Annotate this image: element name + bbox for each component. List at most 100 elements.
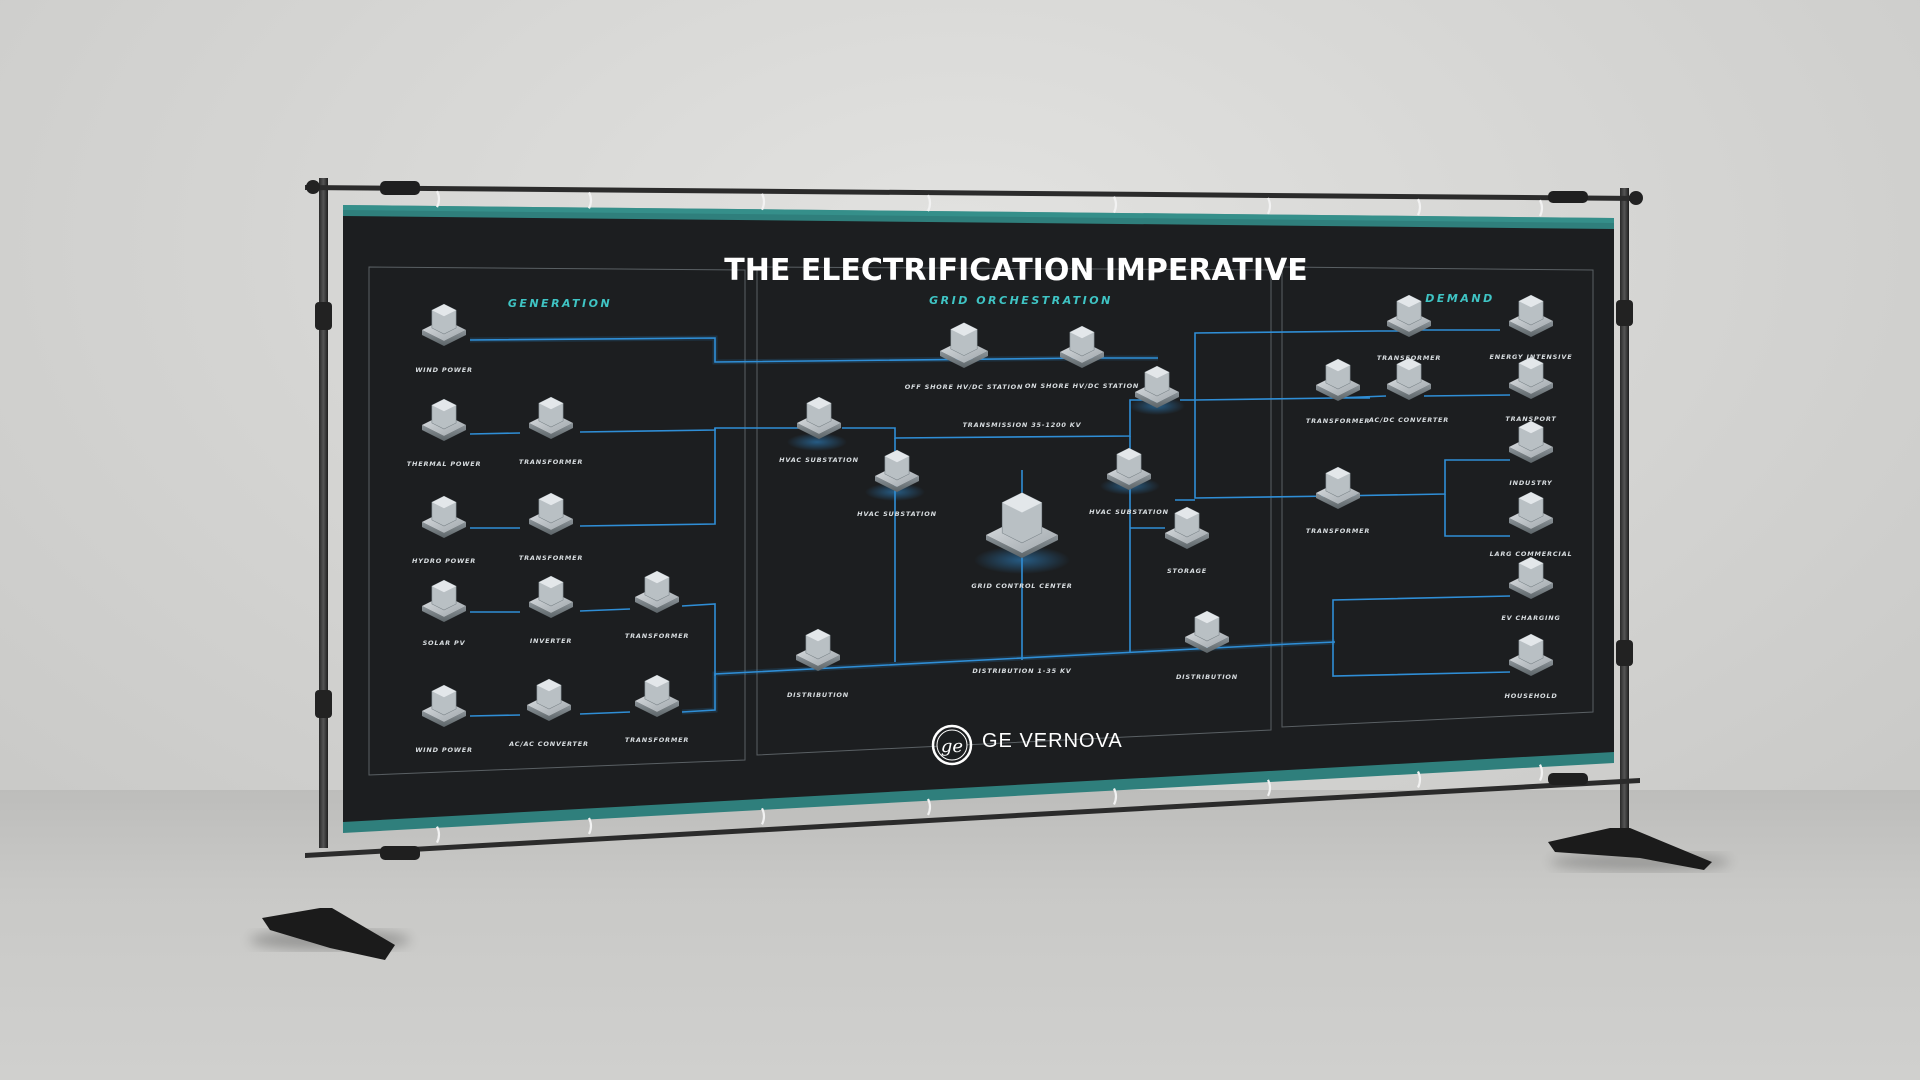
banner-dark-panel (343, 216, 1614, 822)
power-plant-icon (422, 495, 466, 538)
substation-icon (1060, 325, 1104, 368)
transformer-icon (1387, 294, 1431, 337)
label-grid-hvac-3: HVAC SUBSTATION (1089, 508, 1169, 516)
banner-title: THE ELECTRIFICATION IMPERATIVE (724, 253, 1307, 288)
ev-charger-icon (1509, 556, 1553, 599)
label-gen-hydro: HYDRO POWER (412, 557, 476, 565)
substation-icon (797, 396, 841, 439)
top-bar (305, 185, 1640, 201)
generation-frame (368, 266, 746, 776)
banner-tie (1539, 199, 1544, 217)
substation-icon (527, 678, 571, 721)
banner-tie (761, 807, 766, 825)
banner-tie (1267, 779, 1272, 797)
banner-tie (761, 193, 766, 211)
label-grid-distribution-1: DISTRIBUTION (787, 691, 849, 699)
transformer-icon (529, 396, 573, 439)
label-grid-storage: STORAGE (1167, 567, 1207, 575)
label-dem-acdc: AC/DC CONVERTER (1368, 416, 1449, 424)
label-gen-transformer-1: TRANSFORMER (519, 458, 583, 466)
banner-tie (1113, 196, 1118, 214)
label-dem-transport: TRANSPORT (1505, 415, 1556, 423)
transformer-icon (529, 492, 573, 535)
factory-icon (1509, 420, 1553, 463)
label-grid-distribution-line: DISTRIBUTION 1-35 KV (972, 667, 1071, 675)
banner-tie (927, 194, 932, 212)
label-dem-energy-intensive: ENERGY INTENSIVE (1490, 353, 1573, 361)
right-pole (1620, 188, 1629, 828)
label-dem-large-commercial: LARG COMMERCIAL (1490, 550, 1573, 558)
label-grid-hvac-2: HVAC SUBSTATION (857, 510, 937, 518)
label-dem-industry: INDUSTRY (1509, 479, 1553, 487)
label-gen-transformer-3: TRANSFORMER (625, 632, 689, 640)
section-generation: GENERATION (508, 297, 612, 310)
banner-tie (436, 190, 441, 208)
label-grid-control: GRID CONTROL CENTER (971, 582, 1072, 590)
house-icon (1509, 633, 1553, 676)
line-wind-offshore (469, 337, 1158, 363)
left-pole (319, 178, 328, 848)
bottom-bar (305, 778, 1640, 858)
line-distribution (681, 641, 1336, 713)
banner-tie (1267, 197, 1272, 215)
battery-storage-icon (1165, 506, 1209, 549)
banner-tie (1417, 770, 1422, 788)
demand-frame (1281, 266, 1594, 728)
label-gen-inverter: INVERTER (530, 637, 572, 645)
right-foot (1548, 828, 1712, 870)
factory-icon (1509, 491, 1553, 534)
banner (343, 205, 1614, 833)
banner-tie (588, 191, 593, 209)
label-grid-transmission: TRANSMISSION 35-1200 KV (963, 421, 1082, 429)
power-pylon-icon (796, 628, 840, 671)
label-dem-transformer-1: TRANSFORMER (1377, 354, 1441, 362)
banner-tie (1417, 198, 1422, 216)
section-demand: DEMAND (1425, 292, 1494, 305)
label-gen-transformer-4: TRANSFORMER (625, 736, 689, 744)
section-grid: GRID ORCHESTRATION (929, 294, 1113, 307)
substation-icon (1135, 365, 1179, 408)
power-plant-icon (422, 398, 466, 441)
factory-icon (1509, 294, 1553, 337)
label-grid-onshore: ON SHORE HV/DC STATION (1025, 382, 1139, 390)
label-gen-wind-1: WIND POWER (415, 366, 473, 374)
label-gen-wind-2: WIND POWER (415, 746, 473, 754)
substation-icon (940, 322, 988, 368)
control-center-icon (986, 492, 1058, 558)
transformer-icon (1316, 466, 1360, 509)
banner-tie (1113, 788, 1118, 806)
banner-tie (588, 817, 593, 835)
node-labels: WIND POWER THERMAL POWER TRANSFORMER HYD… (407, 353, 1573, 754)
banner-tie (1539, 764, 1544, 782)
solar-panel-icon (422, 579, 466, 622)
transformer-icon (635, 570, 679, 613)
wind-turbine-icon (422, 303, 466, 346)
label-dem-transformer-3: TRANSFORMER (1306, 527, 1370, 535)
label-dem-ev: EV CHARGING (1501, 614, 1560, 622)
svg-text:ge: ge (941, 736, 963, 757)
label-gen-solar: SOLAR PV (423, 639, 466, 647)
label-dem-household: HOUSEHOLD (1504, 692, 1557, 700)
substation-icon (1107, 447, 1151, 490)
left-foot (262, 908, 395, 960)
transformer-icon (1387, 357, 1431, 400)
label-gen-acac: AC/AC CONVERTER (508, 740, 589, 748)
banner-tie (927, 798, 932, 816)
grid-frame (756, 266, 1272, 756)
transformer-icon (1316, 358, 1360, 401)
section-frames (368, 266, 1594, 776)
label-dem-transformer-2: TRANSFORMER (1306, 417, 1370, 425)
solar-panel-icon (529, 575, 573, 618)
label-gen-transformer-2: TRANSFORMER (519, 554, 583, 562)
label-gen-thermal: THERMAL POWER (407, 460, 482, 468)
wind-turbine-icon (422, 684, 466, 727)
label-grid-offshore: OFF SHORE HV/DC STATION (905, 383, 1024, 391)
ev-charger-icon (1509, 356, 1553, 399)
power-pylon-icon (1185, 610, 1229, 653)
label-grid-hvac-1: HVAC SUBSTATION (779, 456, 859, 464)
substation-icon (875, 449, 919, 492)
banner-stand (262, 178, 1712, 960)
banner-tie (436, 826, 441, 844)
transformer-icon (635, 674, 679, 717)
